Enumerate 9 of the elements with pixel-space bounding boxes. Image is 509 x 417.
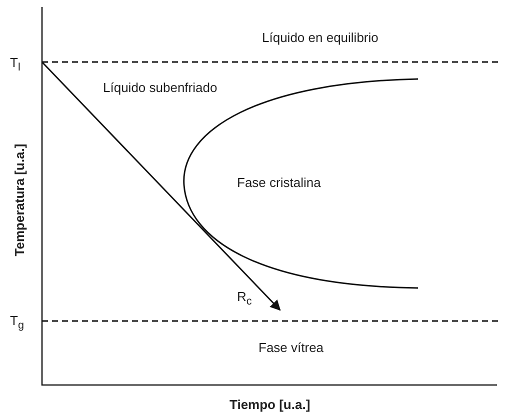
region-label: Líquido en equilibrio xyxy=(262,30,378,46)
region-label: Fase cristalina xyxy=(237,175,321,191)
temperature-mark: T$_{l}$ xyxy=(10,55,20,76)
axis-title: Tiempo [u.a.] xyxy=(230,397,310,413)
region-label: Fase vítrea xyxy=(258,340,324,356)
axis-title: Temperatura [u.a.] xyxy=(12,144,28,256)
temperature-mark: T$_{g}$ xyxy=(10,313,24,334)
region-label: Líquido subenfriado xyxy=(103,80,218,96)
rate-label: R$_{c}$ xyxy=(237,289,252,310)
